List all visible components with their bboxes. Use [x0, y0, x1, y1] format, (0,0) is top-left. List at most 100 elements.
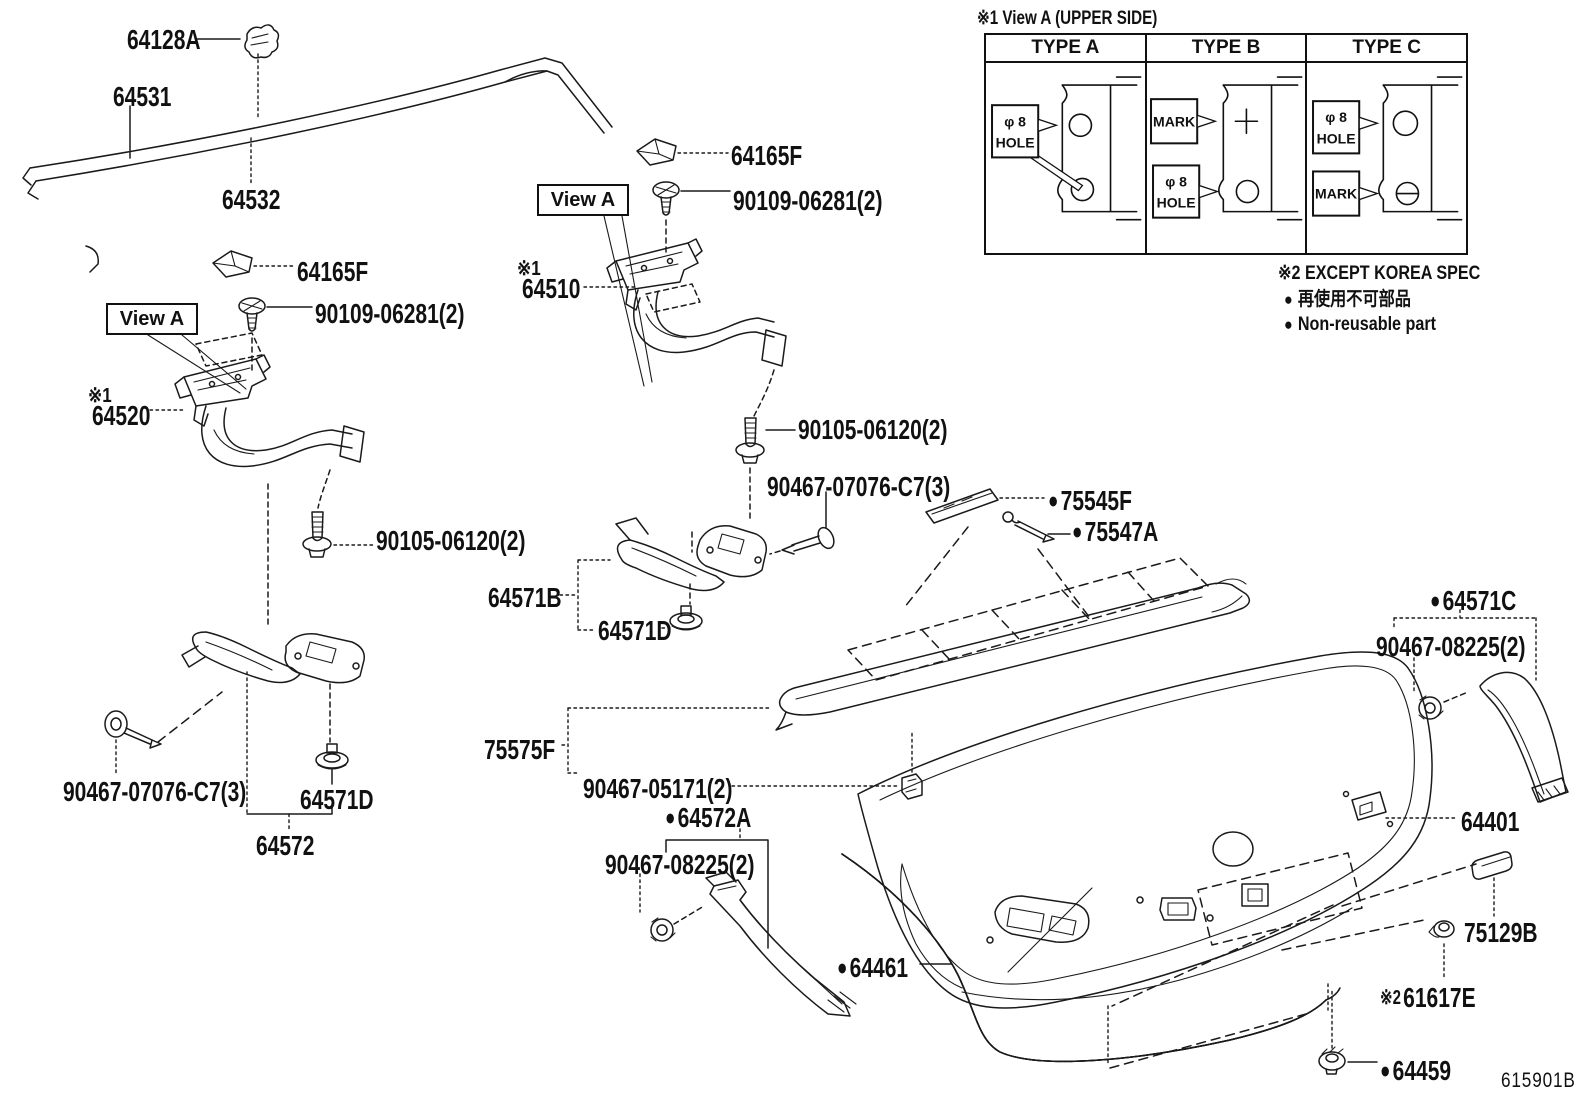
- non-reusable-dot-icon: ●: [1430, 587, 1441, 613]
- trunk-lid-64401-drawing: [857, 651, 1433, 1009]
- ref-symbol: ※1: [88, 385, 112, 407]
- ref-mark-1-left: ※1: [88, 386, 112, 406]
- note-text: Non-reusable part: [1297, 314, 1437, 335]
- part-label-64572: 64572: [256, 832, 314, 860]
- part-number: 75129B: [1464, 917, 1538, 948]
- screw-75547A-drawing: [1002, 511, 1055, 543]
- part-number: 90467-07076-C7(3): [767, 471, 951, 502]
- part-label-64571D-bottom: 64571D: [300, 786, 374, 814]
- part-number: 64165F: [297, 256, 369, 287]
- part-label-64128A: 64128A: [127, 26, 201, 54]
- type-a-column: TYPE A φ 8 HOLE: [986, 35, 1147, 253]
- part-number: 64520: [92, 400, 151, 431]
- view-a-box-left: View A: [106, 303, 198, 335]
- part-label-64532: 64532: [222, 186, 280, 214]
- part-label-75129B: 75129B: [1464, 919, 1538, 947]
- part-number: 90467-07076-C7(3): [63, 776, 247, 807]
- view-a-type-table: TYPE A φ 8 HOLE TYPE B: [984, 33, 1468, 255]
- part-number: 64532: [222, 184, 281, 215]
- part-number: 90467-05171(2): [583, 773, 733, 804]
- part-label-64165F-mid: 64165F: [731, 142, 802, 170]
- part-label-90105-06120-right: 90105-06120(2): [798, 416, 947, 444]
- hole-callout-line2: HOLE: [1317, 130, 1356, 146]
- clip-90467-05171-drawing: [901, 773, 923, 800]
- garnish-64571C-drawing: [1479, 671, 1569, 803]
- part-number: 64571D: [598, 615, 672, 646]
- grommet-64571D-mid-drawing: [669, 605, 703, 631]
- part-label-64571D-mid: 64571D: [598, 617, 672, 645]
- part-number: 90105-06120(2): [798, 414, 948, 445]
- non-reusable-dot-icon: ●: [837, 954, 848, 980]
- clip-75129B-drawing: [1471, 851, 1513, 880]
- part-number: 64459: [1392, 1055, 1452, 1086]
- dashed-alignment-lines: [157, 219, 1477, 1069]
- part-number: 75575F: [484, 734, 556, 765]
- part-number: 64572: [256, 830, 315, 861]
- hinge-64510-drawing: [606, 238, 787, 367]
- type-b-header: TYPE B: [1146, 35, 1306, 63]
- part-label-90109-06281-left: 90109-06281(2): [315, 300, 464, 328]
- part-label-64520: 64520: [92, 402, 150, 430]
- non-reusable-dot-icon: ●: [665, 804, 676, 830]
- ref-symbol: ※1: [517, 258, 541, 280]
- ref-symbol: ※2: [1380, 987, 1401, 1009]
- diagram-code: 615901B: [1501, 1070, 1576, 1091]
- part-number: 90105-06120(2): [376, 525, 526, 556]
- retainer-75545F-drawing: [925, 488, 999, 524]
- cushion-64165F-drawings: [212, 138, 677, 278]
- hole-callout-line1: φ 8: [1165, 174, 1187, 190]
- type-a-header: TYPE A: [986, 35, 1145, 63]
- type-a-diagram: φ 8 HOLE: [986, 63, 1145, 256]
- non-reusable-dot-icon: ●: [1072, 518, 1083, 544]
- part-number: 64461: [849, 952, 909, 983]
- grommet-64571D-bottom-drawing: [315, 743, 349, 770]
- view-a-box-mid: View A: [537, 184, 629, 216]
- view-a-label: View A: [119, 308, 185, 330]
- part-number: 75545F: [1060, 485, 1132, 516]
- part-label-64572A: ●64572A: [665, 804, 751, 832]
- hole-callout-line1: φ 8: [1004, 113, 1026, 129]
- part-label-75545F: ●75545F: [1048, 487, 1132, 515]
- part-number: 64510: [522, 273, 581, 304]
- note-reuse-en: ●Non-reusable part: [1284, 314, 1436, 337]
- part-label-64571C: ●64571C: [1430, 587, 1516, 615]
- part-number: 64128A: [127, 24, 201, 55]
- part-number: 64531: [113, 81, 172, 112]
- part-label-75575F: 75575F: [484, 736, 555, 764]
- view-a-label: View A: [550, 189, 616, 211]
- part-number: 90467-08225(2): [605, 849, 755, 880]
- type-c-column: TYPE C φ 8 HOLE MARK: [1307, 35, 1467, 253]
- garnish-64572A-drawing: [705, 871, 857, 1017]
- type-b-diagram: MARK φ 8 HOLE: [1147, 63, 1306, 256]
- part-number: 64571B: [488, 582, 562, 613]
- bolt-90105-drawings: [302, 417, 765, 558]
- non-reusable-dot-icon: ●: [1380, 1057, 1391, 1083]
- part-number: 61617E: [1403, 982, 1476, 1013]
- part-label-90467-05171: 90467-05171(2): [583, 775, 732, 803]
- mark-callout: MARK: [1153, 113, 1196, 129]
- non-reusable-dot-icon: ●: [1048, 487, 1059, 513]
- dotted-leader-lines: [115, 53, 1537, 1067]
- clip-64128A-drawing: [244, 24, 280, 59]
- grommet-64459-drawing: [1318, 1046, 1346, 1075]
- type-c-header: TYPE C: [1307, 35, 1467, 63]
- note-except-korea: ※2 EXCEPT KOREA SPEC: [1278, 263, 1480, 286]
- hole-callout-line2: HOLE: [996, 134, 1035, 150]
- part-label-90467-07076-mid: 90467-07076-C7(3): [767, 473, 950, 501]
- part-label-64165F-left: 64165F: [297, 258, 368, 286]
- part-label-90105-06120-left: 90105-06120(2): [376, 527, 525, 555]
- ref-mark-1-mid: ※1: [517, 259, 541, 279]
- part-label-64461: ●64461: [837, 954, 908, 982]
- weatherstrip-64461-drawing: [841, 853, 1341, 1063]
- pin-90467-07076-drawings: [104, 526, 835, 749]
- part-number: 64572A: [677, 802, 752, 833]
- hole-callout-line1: φ 8: [1326, 109, 1348, 125]
- part-number: 90109-06281(2): [733, 185, 883, 216]
- grommet-61617E-drawing: [1428, 920, 1455, 938]
- garnish-64571B-drawing: [615, 517, 768, 592]
- part-label-90467-08225-right: 90467-08225(2): [1376, 633, 1525, 661]
- part-number: 64571D: [300, 784, 374, 815]
- nut-90467-08225-drawings: [650, 695, 1444, 942]
- part-number: 75547A: [1084, 516, 1159, 547]
